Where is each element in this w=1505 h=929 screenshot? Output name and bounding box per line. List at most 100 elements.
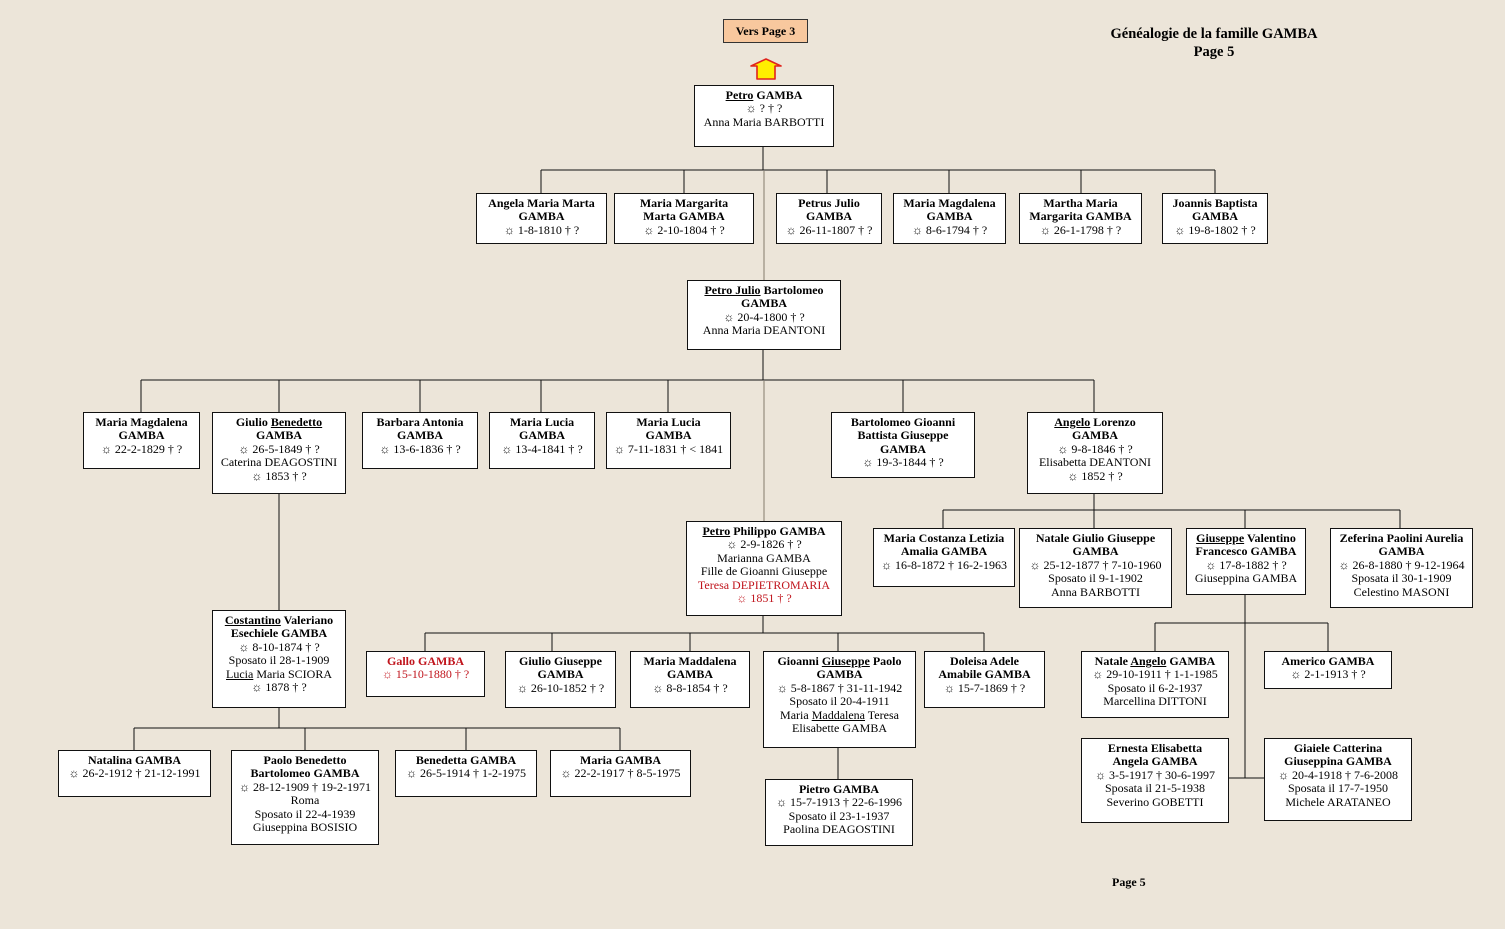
person-line: ☼ 1853 † ?: [251, 468, 307, 483]
person-line: ☼ 15-10-1880 † ?: [381, 667, 470, 682]
person-line: ☼ 28-12-1909 † 19-2-1971: [239, 779, 371, 794]
person-line: GAMBA: [806, 209, 852, 224]
person-line: Margarita GAMBA: [1029, 209, 1132, 224]
person-line: Sposato il 9-1-1902: [1048, 571, 1143, 586]
person-line: Celestino MASONI: [1353, 584, 1450, 599]
person-line: ☼ 8-8-1854 † ?: [652, 680, 728, 695]
person-line: Pietro GAMBA: [798, 782, 880, 796]
person-line: Giuseppina GAMBA: [1194, 571, 1298, 586]
person-line: Giulio Benedetto: [215, 415, 343, 429]
person-line: GAMBA: [1072, 428, 1118, 443]
person-line-segment: Giuseppe: [1196, 531, 1245, 545]
person-line: Battista Giuseppe: [857, 428, 949, 443]
person-line-segment: Lucia: [226, 666, 254, 681]
person-line: ☼ 17-8-1882 † ?: [1205, 557, 1287, 572]
person-line: GAMBA: [645, 428, 692, 443]
person-line-segment: GAMBA: [753, 88, 803, 102]
person-line: Bartolomeo Gioanni: [850, 415, 956, 429]
person-line-segment: Maria SCIORA: [253, 666, 332, 681]
person-line-segment: Costantino: [224, 613, 281, 627]
person-line: ☼ 26-5-1914 † 1-2-1975: [406, 766, 526, 781]
person-line: ☼ 3-5-1917 † 30-6-1997: [1095, 767, 1215, 782]
person-line: Francesco GAMBA: [1195, 544, 1297, 559]
person-line: GAMBA: [741, 296, 787, 311]
person-line: Anna Maria BARBOTTI: [703, 114, 825, 129]
person-line: Caterina DEAGOSTINI: [220, 455, 338, 470]
person-line: Giulio Giuseppe: [518, 654, 603, 668]
person-line: ☼ 13-6-1836 † ?: [379, 441, 461, 456]
person-line: ☼ 1851 † ?: [736, 591, 792, 606]
person-line: Sposata il 17-7-1950: [1288, 781, 1388, 796]
person-line: Angelo Lorenzo: [1030, 415, 1160, 429]
person-line: Maria Costanza Letizia: [883, 531, 1005, 545]
person-line: ☼ 1878 † ?: [251, 680, 307, 695]
person-line: ☼ 22-2-1829 † ?: [100, 441, 183, 456]
person-line: Sposato il 28-1-1909: [228, 653, 330, 668]
person-line: Marcellina DITTONI: [1103, 694, 1207, 709]
person-line: ☼ 7-11-1831 † < 1841: [613, 441, 724, 456]
person-line: ☼ 26-5-1849 † ?: [238, 441, 320, 456]
person-line: GAMBA: [667, 667, 713, 682]
person-line: GAMBA: [397, 428, 443, 443]
person-line: Fille de Gioanni Giuseppe: [700, 564, 828, 579]
person-line-segment: Benedetto: [270, 415, 323, 429]
person-line: GAMBA: [926, 209, 973, 224]
person-line: ☼ 20-4-1918 † 7-6-2008: [1278, 767, 1398, 782]
person-line-segment: Valentino: [1244, 531, 1296, 545]
person-line-segment: Teresa: [865, 707, 899, 722]
person-line: Esechiele GAMBA: [230, 626, 328, 641]
person-line-segment: Maria: [780, 707, 812, 722]
person-line: ☼ 19-3-1844 † ?: [862, 455, 944, 470]
person-line-segment: Bartolomeo: [760, 283, 824, 297]
person-line: Natale Angelo GAMBA: [1084, 654, 1226, 668]
person-line: Anna BARBOTTI: [1051, 584, 1140, 599]
person-line: ☼ 2-9-1826 † ?: [726, 537, 802, 552]
person-line: Paolo Benedetto: [263, 753, 347, 767]
person-line: ☼ 8-6-1794 † ?: [911, 222, 988, 237]
person-line: ☼ 1852 † ?: [1067, 468, 1123, 483]
person-line-segment: Petro: [702, 524, 731, 538]
person-line: ☼ 20-4-1800 † ?: [723, 309, 805, 324]
vers-page-3-button[interactable]: Vers Page 3: [723, 19, 808, 43]
up-arrow-icon[interactable]: [749, 57, 783, 81]
person-line: Doleisa Adele: [950, 654, 1019, 668]
person-line-segment: Maddalena: [811, 707, 866, 722]
person-line: GAMBA: [537, 667, 584, 682]
person-line: Marianna GAMBA: [717, 550, 811, 565]
person-line-segment: Philippo GAMBA: [730, 524, 826, 538]
person-line: Marta GAMBA: [643, 209, 725, 224]
person-line-segment: Paolo: [869, 654, 902, 668]
person-line: Martha Maria: [1043, 196, 1118, 210]
person-line: Giuseppe Valentino: [1189, 531, 1303, 545]
person-line: Paolina DEAGOSTINI: [783, 822, 895, 837]
person-line: Michele ARATANEO: [1285, 794, 1391, 809]
person-line: Petro GAMBA: [697, 88, 831, 102]
person-line: Elisabette GAMBA: [792, 721, 887, 736]
person-line: Sposata il 21-5-1938: [1105, 781, 1205, 796]
person-line-segment: Natale: [1094, 654, 1131, 668]
person-line: Maria Margarita: [639, 196, 729, 210]
person-line-segment: Petro Julio: [704, 283, 761, 297]
person-line: GAMBA: [816, 667, 863, 682]
person-line-segment: Giulio: [235, 415, 271, 429]
person-line-segment: Angelo: [1130, 654, 1167, 668]
person-line: GAMBA: [256, 428, 302, 443]
person-line: Maria Maddalena Teresa: [766, 707, 913, 722]
person-line: ☼ 16-8-1872 † 16-2-1963: [881, 557, 1007, 572]
person-line: Angela GAMBA: [1112, 754, 1198, 769]
person-line: Petrus Julio: [798, 196, 860, 210]
person-line: Elisabetta DEANTONI: [1038, 455, 1152, 470]
